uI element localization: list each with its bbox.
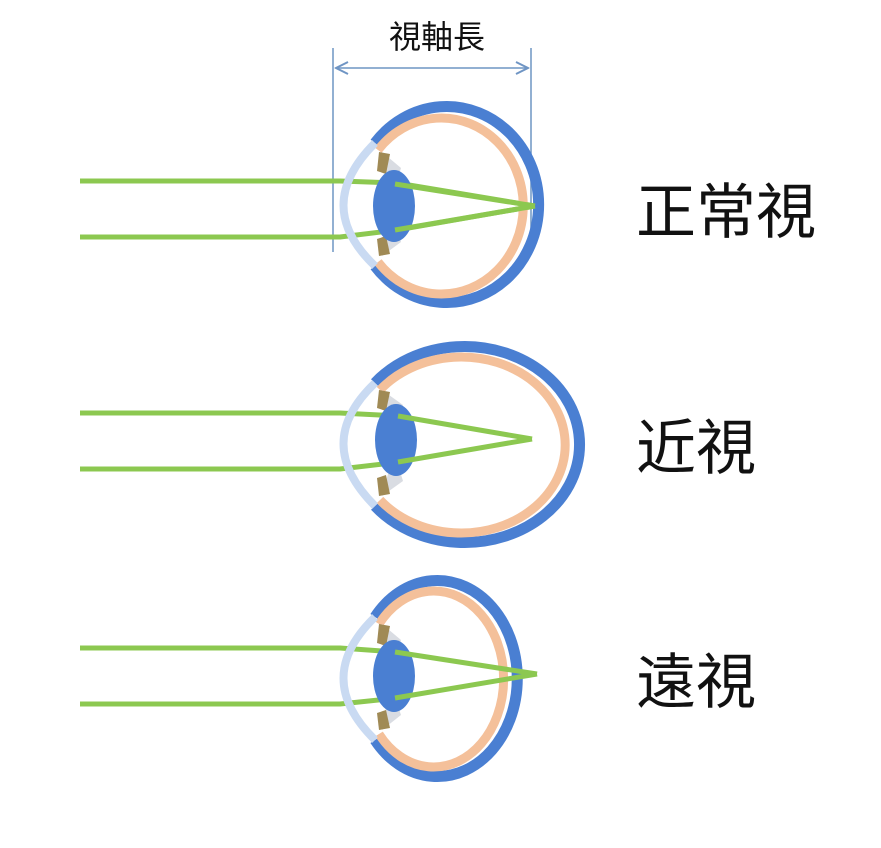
light-ray-top [80, 410, 401, 419]
refracted-ray-top [394, 649, 538, 677]
refracted-ray-top [394, 181, 536, 209]
axial-length-dimension: 視軸長 [332, 18, 532, 252]
refracted-ray-top [397, 413, 533, 442]
iris-bottom [377, 475, 390, 496]
eye-label-hyperopia: 遠視 [636, 648, 756, 718]
light-ray-top [80, 645, 398, 655]
refracted-ray-bottom [394, 203, 536, 233]
refracted-ray-bottom [394, 671, 538, 701]
eye-hyperopia: 遠視 [80, 575, 756, 782]
cornea [339, 380, 378, 509]
sclera [370, 101, 545, 308]
cornea [339, 614, 378, 743]
choroid [376, 352, 570, 538]
lens [375, 404, 417, 476]
eye-myopia: 近視 [80, 341, 756, 548]
refracted-ray-bottom [397, 436, 533, 465]
lens [373, 640, 415, 712]
light-ray-bottom [80, 695, 398, 707]
iris-bottom [377, 710, 390, 730]
eye-label-normal: 正常視 [636, 178, 816, 248]
lens [373, 170, 415, 242]
iris-top [377, 152, 390, 174]
iris-bottom [377, 236, 390, 256]
iris-top [377, 624, 390, 646]
eye-normal: 正常視 [80, 101, 816, 308]
eye-label-myopia: 近視 [636, 414, 756, 484]
sclera [371, 341, 586, 548]
axial-length-label: 視軸長 [389, 18, 485, 56]
light-ray-bottom [80, 203, 536, 240]
light-ray-bottom [80, 459, 401, 472]
iris-top [377, 390, 390, 411]
cornea [339, 140, 378, 269]
